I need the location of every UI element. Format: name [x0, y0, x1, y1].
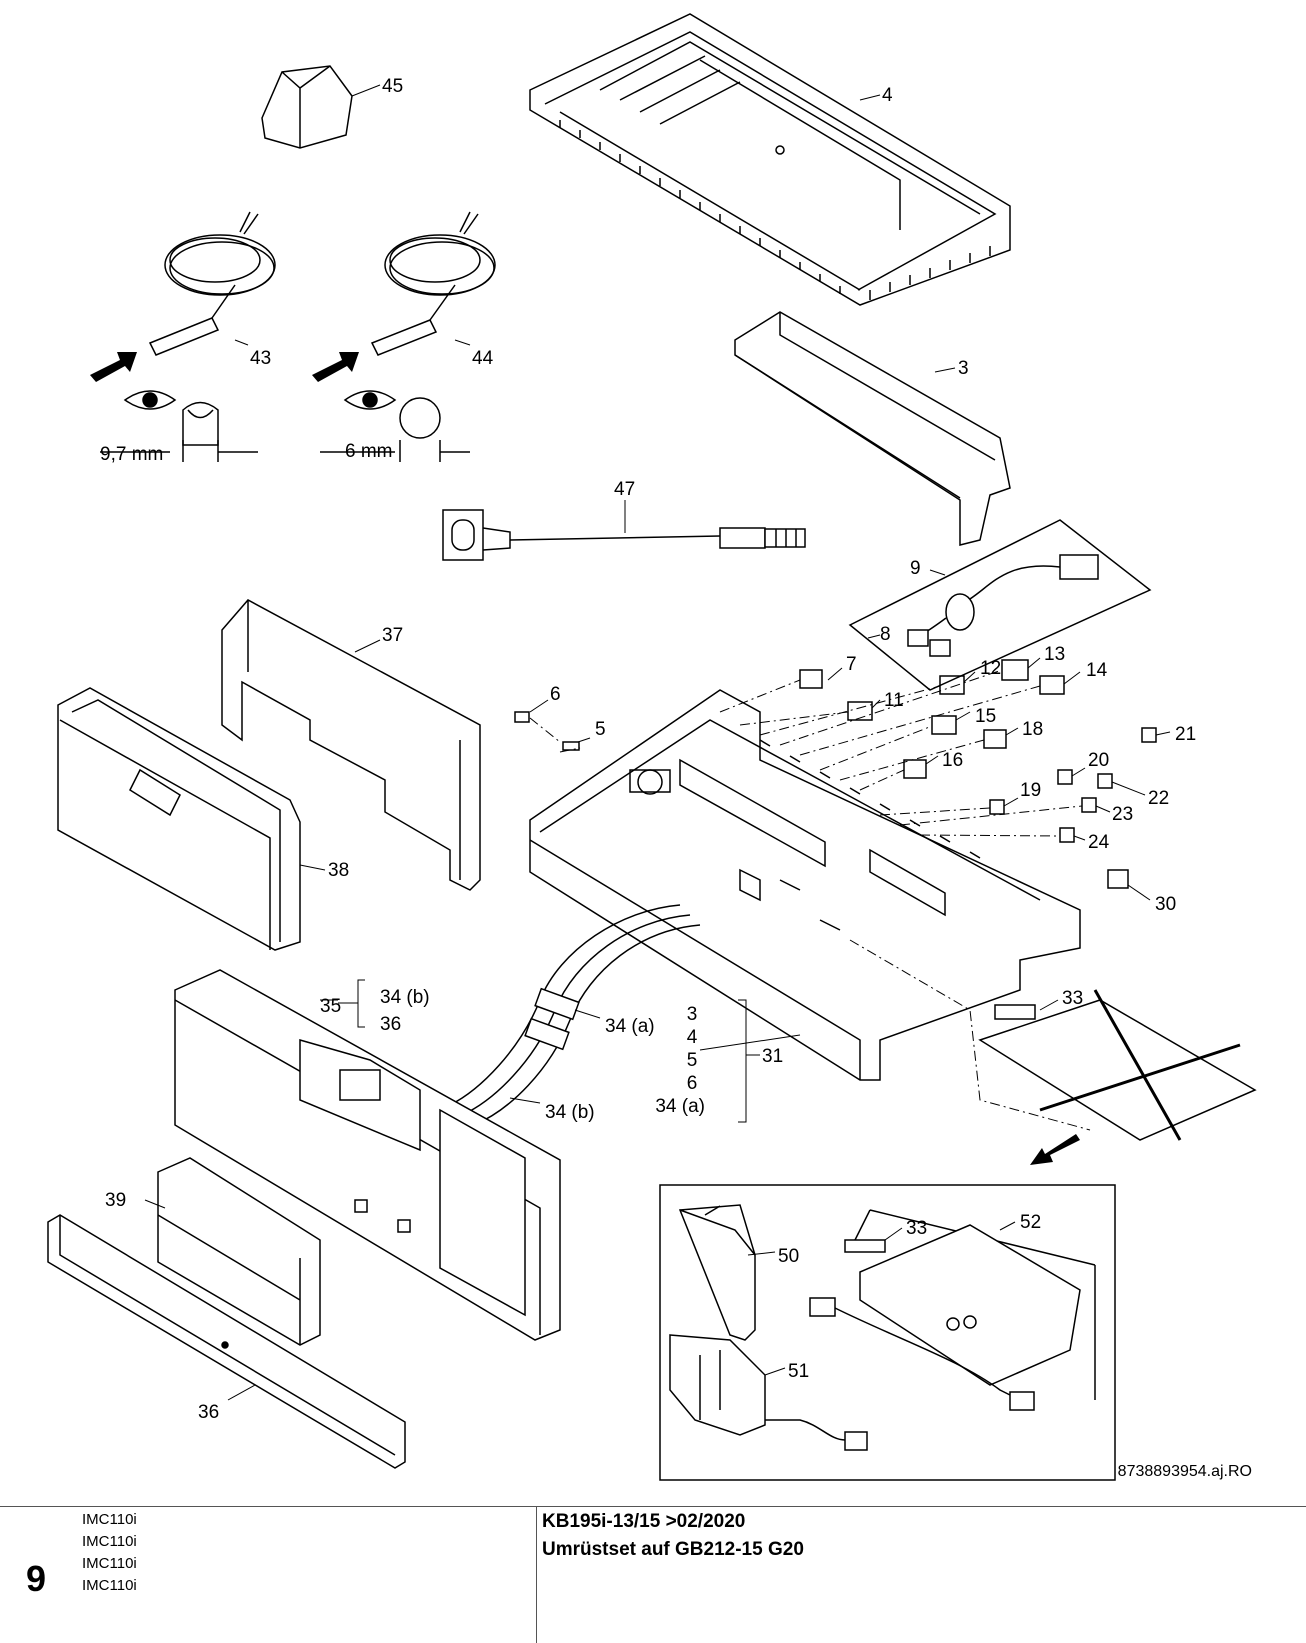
callout-labels: 45 4 43 44 3 47 9 8 7 11 12 13 14 15 16 … — [100, 76, 1252, 1480]
label-45: 45 — [382, 76, 403, 97]
label-24: 24 — [1088, 832, 1110, 853]
model-item: IMC110i — [82, 1577, 137, 1594]
kit-title-line1: KB195i-13/15 >02/2020 — [542, 1511, 746, 1532]
model-item: IMC110i — [82, 1533, 137, 1550]
group-31-item: 3 — [687, 1004, 698, 1025]
label-39: 39 — [105, 1190, 126, 1211]
label-3: 3 — [958, 358, 969, 379]
part-45-cap — [261, 65, 353, 149]
label-21: 21 — [1175, 724, 1196, 745]
label-36: 36 — [198, 1402, 219, 1423]
part-35-controller — [174, 969, 561, 1341]
label-38: 38 — [328, 860, 349, 881]
group-31-item: 5 — [687, 1050, 698, 1071]
dimension-right: 6 mm — [345, 441, 393, 462]
dimension-left: 9,7 mm — [100, 444, 163, 465]
label-31: 31 — [762, 1046, 783, 1067]
label-34a: 34 (a) — [605, 1016, 655, 1037]
label-30: 30 — [1155, 894, 1176, 915]
part-44-sensor — [370, 211, 496, 356]
replacement-arrow — [1030, 1134, 1080, 1165]
label-16: 16 — [942, 750, 963, 771]
model-item: IMC110i — [82, 1555, 137, 1572]
assembly-leader-lines — [529, 669, 1091, 1131]
part-31-base — [529, 689, 1081, 1081]
kit-title: KB195i-13/15 >02/2020 Umrüstset auf GB21… — [542, 1508, 804, 1564]
group-35-item: 36 — [380, 1014, 401, 1035]
label-23: 23 — [1112, 804, 1133, 825]
label-19: 19 — [1020, 780, 1041, 801]
part-36-strip — [47, 1214, 406, 1469]
label-5: 5 — [595, 719, 606, 740]
label-33-new: 33 — [906, 1218, 927, 1239]
new-parts-detail-box — [659, 1184, 1116, 1481]
kit-title-line2: Umrüstset auf GB212-15 G20 — [542, 1539, 804, 1560]
part-43-sensor — [148, 211, 276, 356]
page-number: 9 — [26, 1558, 47, 1599]
label-9: 9 — [910, 558, 921, 579]
label-37: 37 — [382, 625, 403, 646]
model-list: IMC110i IMC110i IMC110i IMC110i — [82, 1509, 137, 1597]
label-34b: 34 (b) — [545, 1102, 595, 1123]
part-3-cover — [734, 311, 1011, 546]
view-direction-markers — [90, 352, 470, 462]
part-33-old-board — [978, 989, 1257, 1141]
label-18: 18 — [1022, 719, 1043, 740]
label-7: 7 — [846, 654, 857, 675]
part-38-housing — [57, 687, 301, 951]
label-8: 8 — [880, 624, 891, 645]
label-12: 12 — [980, 658, 1001, 679]
label-20: 20 — [1088, 750, 1109, 771]
group-35-item: 34 (b) — [380, 987, 430, 1008]
footer-divider — [0, 1506, 1306, 1507]
part-47-cable — [442, 509, 806, 561]
label-47: 47 — [614, 479, 635, 500]
label-50: 50 — [778, 1246, 799, 1267]
model-item: IMC110i — [82, 1511, 137, 1528]
label-14: 14 — [1086, 660, 1108, 681]
part-37-shield — [221, 599, 481, 891]
label-44: 44 — [472, 348, 494, 369]
part-39-cover — [157, 1157, 321, 1346]
label-11: 11 — [884, 690, 904, 711]
drawing-reference: 8738893954.aj.RO — [1118, 1463, 1252, 1480]
footer-column-divider — [536, 1506, 537, 1643]
label-22: 22 — [1148, 788, 1169, 809]
part-34-ribbon — [449, 904, 701, 1126]
label-35: 35 — [320, 996, 341, 1017]
group-31-item: 4 — [687, 1027, 698, 1048]
exploded-parts-diagram: 45 4 43 44 3 47 9 8 7 11 12 13 14 15 16 … — [47, 13, 1257, 1481]
part-4-top-cover — [529, 13, 1011, 306]
label-33: 33 — [1062, 988, 1083, 1009]
label-13: 13 — [1044, 644, 1065, 665]
label-51: 51 — [788, 1361, 809, 1382]
label-43: 43 — [250, 348, 271, 369]
label-15: 15 — [975, 706, 996, 727]
label-4: 4 — [882, 85, 893, 106]
label-6: 6 — [550, 684, 561, 705]
group-31-item: 6 — [687, 1073, 698, 1094]
callout-leaders — [144, 84, 1171, 1401]
group-31-item: 34 (a) — [655, 1096, 705, 1117]
label-52: 52 — [1020, 1212, 1041, 1233]
